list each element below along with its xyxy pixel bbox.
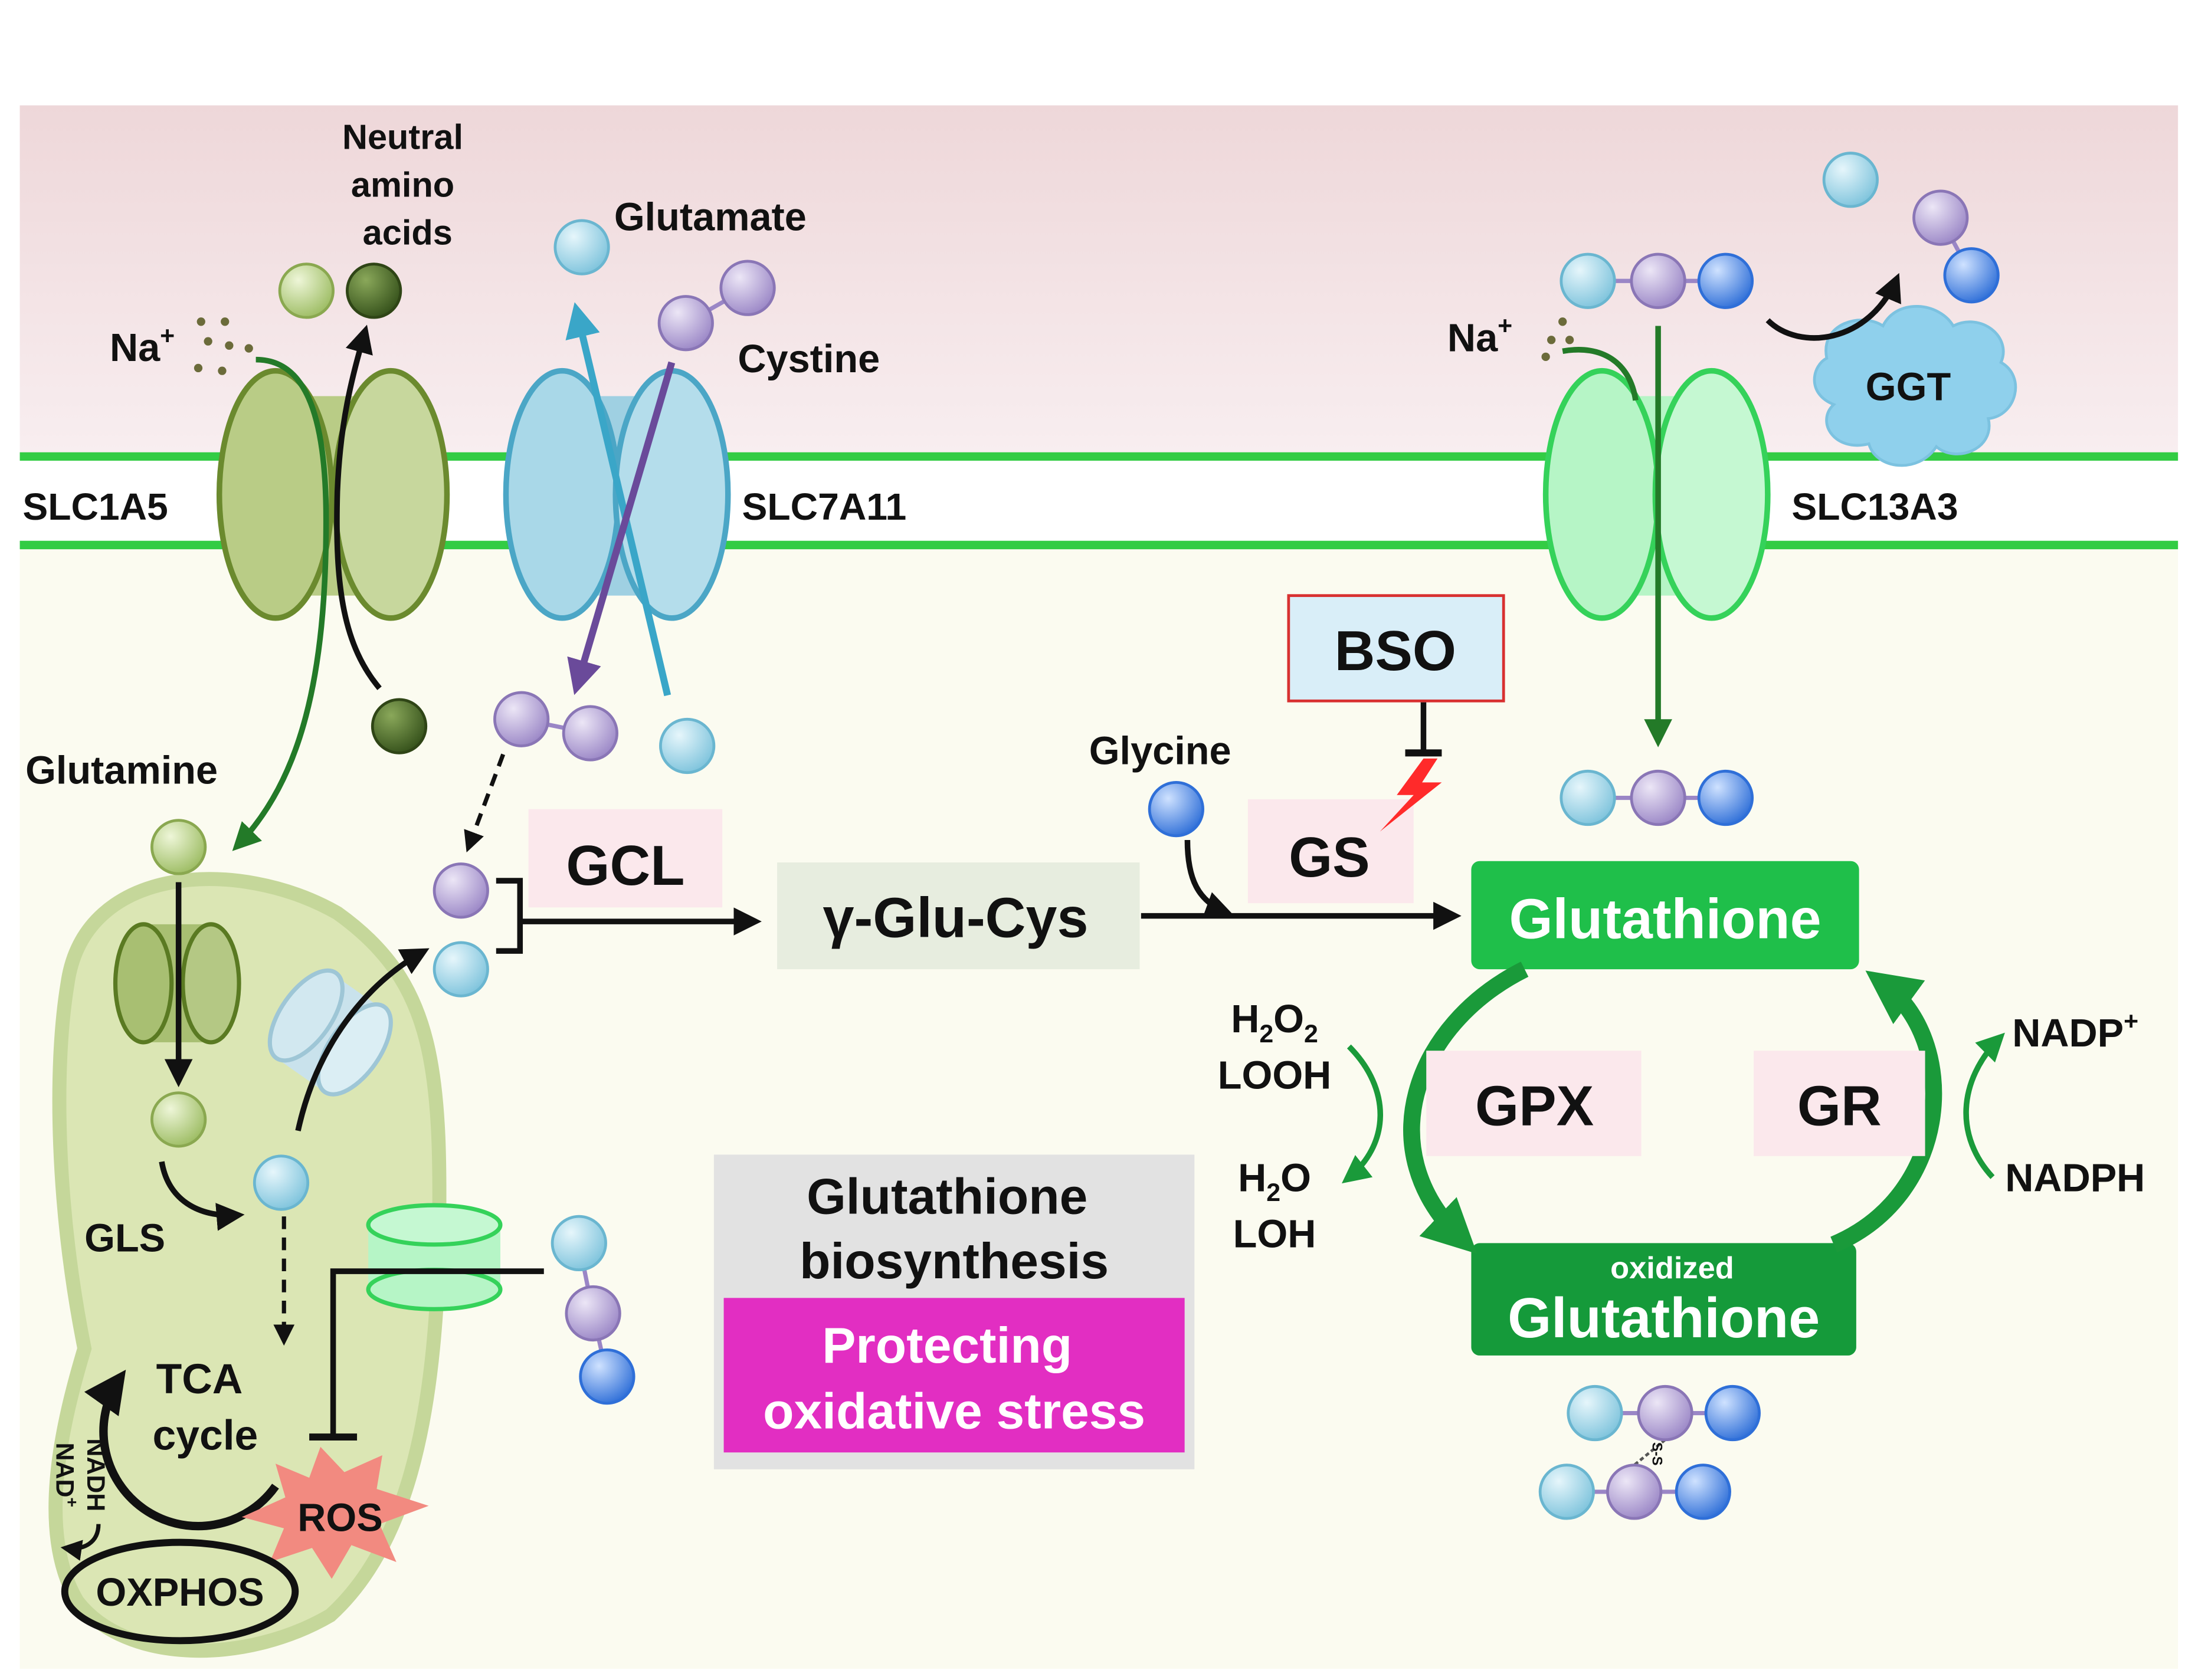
gpx-box: [1426, 1051, 1642, 1156]
disulfide-label: S-S: [1649, 1442, 1665, 1466]
glutamate-mito-export-arrow: [295, 948, 430, 1131]
gls-reaction-arrow: [159, 1161, 245, 1231]
cystine-import-arrow: [567, 361, 676, 695]
neutral-amino-acid-export-arrow: [334, 324, 382, 690]
glutamate-molecule-ggt-product: [1822, 152, 1879, 208]
glutamine-label: Glutamine: [25, 749, 218, 793]
highlight-box: [723, 1298, 1185, 1453]
glutathione-molecule-inside: [1560, 769, 1754, 826]
glutamate-label: Glutamate: [614, 196, 807, 239]
gamma-glu-cys-box: [777, 862, 1140, 970]
ros-inhibition-line: [330, 1268, 544, 1436]
glycine-molecule: [1148, 780, 1204, 838]
nadph-oxidation-arrow: [1963, 1032, 2005, 1179]
summary-title: Glutathione biosynthesis: [800, 1168, 1109, 1289]
gs-box: [1247, 799, 1414, 904]
h2o2-label: H2O2: [1231, 998, 1318, 1048]
glutamine-molecule-mitochondria: [150, 1091, 207, 1148]
glutamate-molecule-gcl-substrate: [433, 941, 489, 998]
nadp-label: NADP+: [2012, 1007, 2138, 1055]
gcl-box: [528, 809, 723, 908]
glutamine-molecule-cytosol: [150, 819, 207, 875]
nadh-label: NADH: [81, 1438, 110, 1511]
neutral-amino-acid-molecule-inside: [371, 698, 428, 754]
ggt-label: GGT: [1866, 366, 1951, 409]
gcl-substrate-bracket: [496, 878, 523, 954]
gr-cycle-arrow: [1830, 970, 1942, 1252]
tca-cycle-label: TCA cycle: [153, 1356, 258, 1459]
bso-label: BSO: [1335, 620, 1456, 682]
gcl-label: GCL: [566, 835, 684, 897]
slc7a11-label: SLC7A11: [742, 485, 907, 528]
nadph-label: NADPH: [2005, 1156, 2145, 1200]
glutamate-molecule-inside: [659, 717, 716, 775]
oxphos-label: OXPHOS: [96, 1571, 264, 1615]
cystine-molecule-inside: [493, 691, 618, 762]
glutamate-export-arrow: [565, 302, 671, 697]
neutral-amino-acids-label: Neutral amino acids: [342, 117, 473, 252]
glutamate-molecule-outside: [553, 219, 610, 275]
nad-label: NAD+: [50, 1443, 81, 1508]
oxidized-glutathione-box: [1471, 1243, 1856, 1356]
tca-cycle-arrow: [84, 1369, 279, 1531]
glycine-input-arrow: [1184, 839, 1234, 919]
cystine-reduction-arrow: [464, 753, 506, 852]
glycine-label: Glycine: [1089, 729, 1231, 773]
gamma-glu-cys-label: γ-Glu-Cys: [823, 887, 1089, 949]
glutathione-molecule-outside: [1560, 252, 1754, 309]
glutamate-molecule-mitochondria: [253, 1154, 310, 1211]
slc1a5-label: SLC1A5: [22, 485, 168, 528]
lightning-icon: [1380, 758, 1442, 832]
tripeptide-molecule-mitochondria: [551, 1215, 635, 1405]
sodium-ions-left: [194, 317, 253, 375]
gpx-label: GPX: [1475, 1075, 1594, 1137]
ggt-cleavage-arrow: [1765, 273, 1901, 341]
neutral-amino-acid-molecule-dark: [346, 262, 402, 319]
oxidized-glutathione-label: Glutathione: [1508, 1287, 1820, 1350]
slc7a11-transporter: [503, 368, 731, 621]
ros-label: ROS: [297, 1497, 382, 1540]
sodium-glutamine-import-arrow: [232, 356, 329, 851]
slc13a3-label: SLC13A3: [1791, 485, 1958, 528]
loh-label: LOH: [1233, 1213, 1316, 1256]
sodium-ions-right: [1541, 317, 1574, 361]
ggt-enzyme: [1813, 305, 2017, 467]
oxidized-glutathione-molecule: [1538, 1384, 1761, 1520]
gpx-cycle-arrow: [1403, 962, 1529, 1254]
cystine-molecule-outside: [657, 260, 776, 352]
bso-box: [1287, 594, 1505, 703]
mitochondrial-transporter-right: [366, 1203, 503, 1311]
nadh-to-oxphos-arrow: [60, 1524, 101, 1561]
gls-label: GLS: [84, 1217, 165, 1261]
glutathione-label: Glutathione: [1509, 888, 1821, 951]
sodium-label-right: Na+: [1447, 312, 1512, 360]
neutral-amino-acid-molecule-light: [278, 262, 335, 319]
sodium-label-left: Na+: [110, 321, 175, 370]
looh-label: LOOH: [1218, 1054, 1332, 1097]
h2o-label: H2O: [1238, 1156, 1311, 1207]
oxidized-label: oxidized: [1610, 1251, 1734, 1285]
glutathione-box: [1471, 861, 1859, 970]
ros-burst: [241, 1446, 429, 1579]
gr-box: [1754, 1051, 1925, 1156]
cystine-label: Cystine: [738, 337, 880, 381]
cysteine-molecule: [433, 862, 489, 919]
oxphos-ellipse: [61, 1538, 299, 1645]
slc1a5-transporter: [216, 368, 450, 621]
slc13a3-import-arrow: [1562, 347, 1639, 401]
peroxide-reduction-arrow: [1341, 1044, 1383, 1184]
gs-label: GS: [1289, 826, 1370, 889]
gr-label: GR: [1797, 1075, 1882, 1137]
highlight-text: Protecting oxidative stress: [763, 1317, 1145, 1440]
cysteinylglycine-molecule: [1912, 189, 2000, 304]
